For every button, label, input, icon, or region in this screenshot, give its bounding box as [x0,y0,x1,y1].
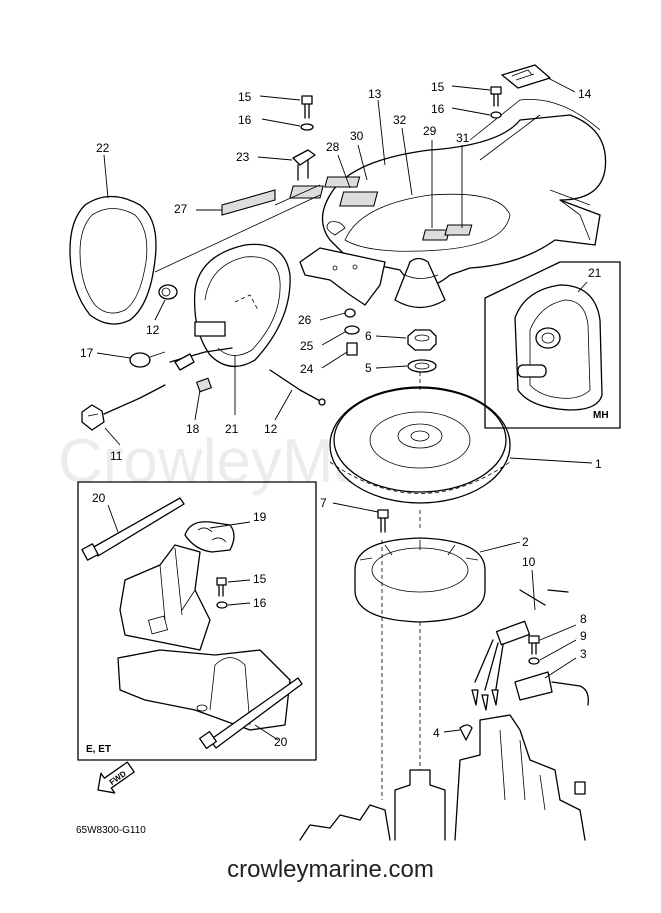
callout-27: 27 [174,202,188,216]
callout-3: 3 [580,647,587,661]
washer-5[interactable] [407,359,437,373]
callout-20: 20 [92,491,106,505]
washer-16-right[interactable] [490,111,502,119]
callout-12: 12 [264,422,278,436]
callout-19: 19 [253,510,267,524]
bolt-8[interactable] [528,635,540,655]
centerline [381,372,421,800]
flywheel-cover[interactable] [289,99,607,288]
bolt-15-top[interactable] [301,95,313,119]
callout-28: 28 [326,140,340,154]
pulser-coil[interactable] [471,589,569,711]
callout-5: 5 [365,361,372,375]
callout-12: 12 [146,323,160,337]
callout-4: 4 [433,726,440,740]
callout-30: 30 [350,129,364,143]
nut-6[interactable] [407,329,437,351]
label-18[interactable] [195,377,213,393]
callout-2: 2 [522,535,529,549]
callout-11: 11 [110,449,123,463]
callout-21: 21 [225,422,239,436]
callout-31: 31 [456,131,470,145]
callout-1: 1 [595,457,602,471]
callout-numbers: 15 16 15 16 14 13 30 32 28 29 31 23 27 2… [80,80,602,749]
callout-16: 16 [431,102,445,116]
electrical-cover[interactable] [193,243,291,367]
washer-25[interactable] [344,325,360,335]
callout-25: 25 [300,339,314,353]
callout-22: 22 [96,141,110,155]
engine-block [299,714,586,841]
callout-9: 9 [580,629,587,643]
connector [174,353,195,371]
callout-26: 26 [298,313,312,327]
callout-15: 15 [253,572,267,586]
flywheel[interactable] [329,386,511,504]
diagram-code: 65W8300-G110 [76,825,146,836]
callout-23: 23 [236,150,250,164]
bolt-15-right[interactable] [490,86,502,107]
grommet-plug-12[interactable] [158,284,178,300]
callout-32: 32 [393,113,407,127]
callout-24: 24 [300,362,314,376]
callout-17: 17 [80,346,94,360]
leader-lines [96,77,593,741]
callout-8: 8 [580,612,587,626]
cover-cone [394,257,446,309]
callout-20: 20 [274,735,288,749]
key-4[interactable] [459,724,473,741]
site-url[interactable]: crowleymarine.com [227,856,434,883]
inset-e-et: E, ET [77,481,317,761]
rubber-seal-22[interactable] [69,195,157,325]
callout-16: 16 [238,113,252,127]
callout-21: 21 [588,266,602,280]
callout-15: 15 [431,80,445,94]
fwd-arrow-icon: FWD [97,761,135,794]
washer-26[interactable] [344,308,356,318]
callout-29: 29 [423,124,437,138]
callout-6: 6 [365,329,372,343]
cap-17[interactable] [129,351,166,368]
wire-12[interactable] [269,369,323,403]
decal-27[interactable] [221,189,276,216]
cover-bracket [299,221,386,306]
sensor-3[interactable] [514,671,589,706]
inset-mh: MH [484,261,621,429]
callout-10: 10 [522,555,536,569]
bolt-7[interactable] [377,509,389,533]
callout-15: 15 [238,90,252,104]
inset-e-et-label: E, ET [86,744,111,755]
callout-16: 16 [253,596,267,610]
washer-16-top[interactable] [300,123,314,131]
callout-14: 14 [578,87,592,101]
inset-mh-label: MH [593,410,609,421]
callout-18: 18 [186,422,200,436]
bracket-23[interactable] [292,149,316,181]
callout-7: 7 [320,496,327,510]
callout-13: 13 [368,87,382,101]
bolt-24[interactable] [346,342,358,356]
stator[interactable] [354,537,486,623]
sensor-11[interactable] [81,384,166,431]
washer-9[interactable] [528,657,540,665]
